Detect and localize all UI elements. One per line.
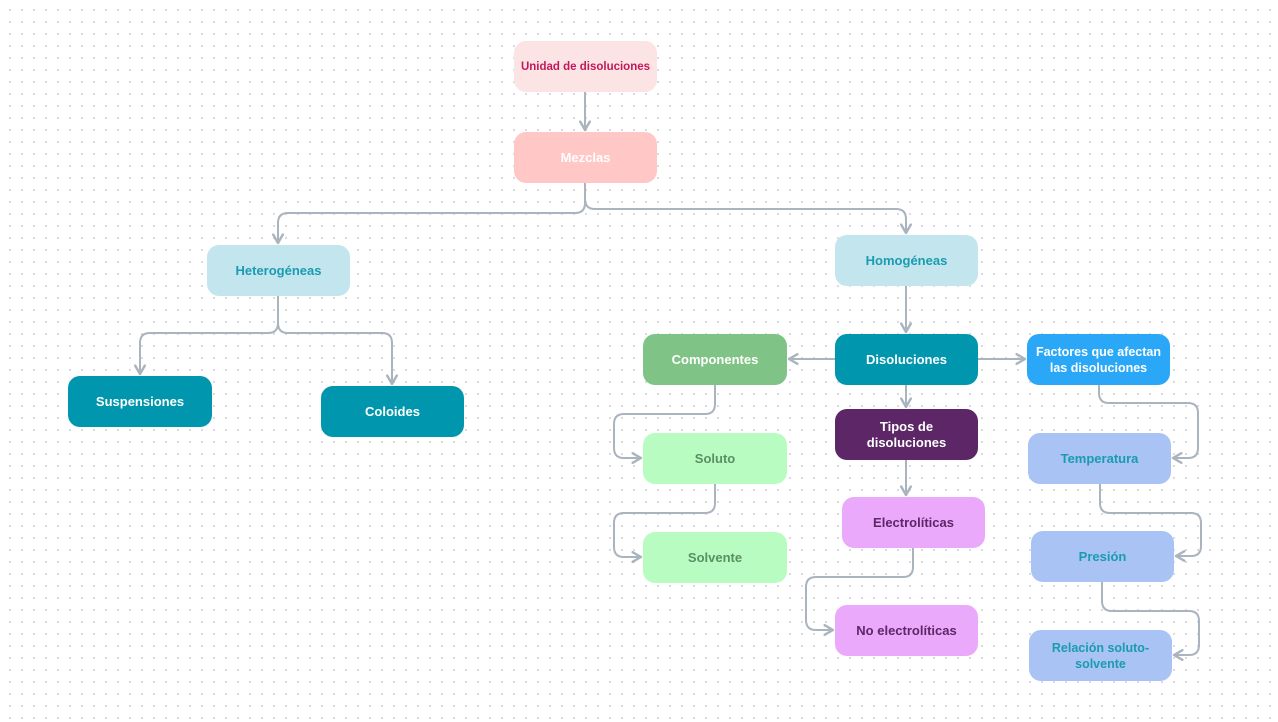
connector-mezclas-homogeneas <box>584 182 912 235</box>
node-homogeneas[interactable]: Homogéneas <box>835 235 978 286</box>
node-suspensiones[interactable]: Suspensiones <box>68 376 212 427</box>
connector-heterogeneas-coloides <box>277 295 398 386</box>
node-label: Unidad de disoluciones <box>520 60 651 73</box>
node-label-line-2: las disoluciones <box>1049 360 1148 375</box>
node-solvente[interactable]: Solvente <box>643 532 787 583</box>
node-componentes[interactable]: Componentes <box>643 334 787 385</box>
node-label: Mezclas <box>560 149 611 165</box>
node-electroliticas[interactable]: Electrolíticas <box>842 497 985 548</box>
node-label: No electrolíticas <box>856 622 957 638</box>
node-label: Componentes <box>671 351 759 367</box>
node-mezclas[interactable]: Mezclas <box>514 132 657 183</box>
node-unidad-de-disoluciones[interactable]: Unidad de disoluciones <box>514 41 657 92</box>
node-label: Disoluciones <box>866 351 947 367</box>
node-label: Coloides <box>365 403 420 419</box>
node-label: Relación soluto- solvente <box>1052 640 1149 672</box>
node-tipos-de-disoluciones[interactable]: Tipos de disoluciones <box>835 409 978 460</box>
node-presion[interactable]: Presión <box>1031 531 1174 582</box>
node-coloides[interactable]: Coloides <box>321 386 464 437</box>
node-soluto[interactable]: Soluto <box>643 433 787 484</box>
node-heterogeneas[interactable]: Heterogéneas <box>207 245 350 296</box>
node-label: Electrolíticas <box>873 514 954 530</box>
node-factores-que-afectan[interactable]: Factores que afectan las disoluciones <box>1027 334 1170 385</box>
node-label: Presión <box>1078 548 1127 564</box>
node-label: Solvente <box>687 549 743 565</box>
node-relacion-soluto-solvente[interactable]: Relación soluto- solvente <box>1029 630 1172 681</box>
node-label: Homogéneas <box>865 252 948 268</box>
connector-mezclas-heterogeneas <box>272 182 586 245</box>
node-disoluciones[interactable]: Disoluciones <box>835 334 978 385</box>
node-label: Tipos de disoluciones <box>866 418 947 450</box>
node-label-line-1: Relación soluto- <box>1051 640 1150 655</box>
node-label: Temperatura <box>1060 450 1139 466</box>
node-label-line-2: solvente <box>1075 656 1126 671</box>
node-label: Suspensiones <box>95 393 185 409</box>
node-label-line-1: Factores que afectan <box>1035 344 1162 359</box>
node-label: Soluto <box>694 450 736 466</box>
node-label: Factores que afectan las disoluciones <box>1036 344 1161 376</box>
connector-heterogeneas-suspensiones <box>134 295 279 376</box>
node-label: Heterogéneas <box>235 262 322 278</box>
node-temperatura[interactable]: Temperatura <box>1028 433 1171 484</box>
node-no-electroliticas[interactable]: No electrolíticas <box>835 605 978 656</box>
